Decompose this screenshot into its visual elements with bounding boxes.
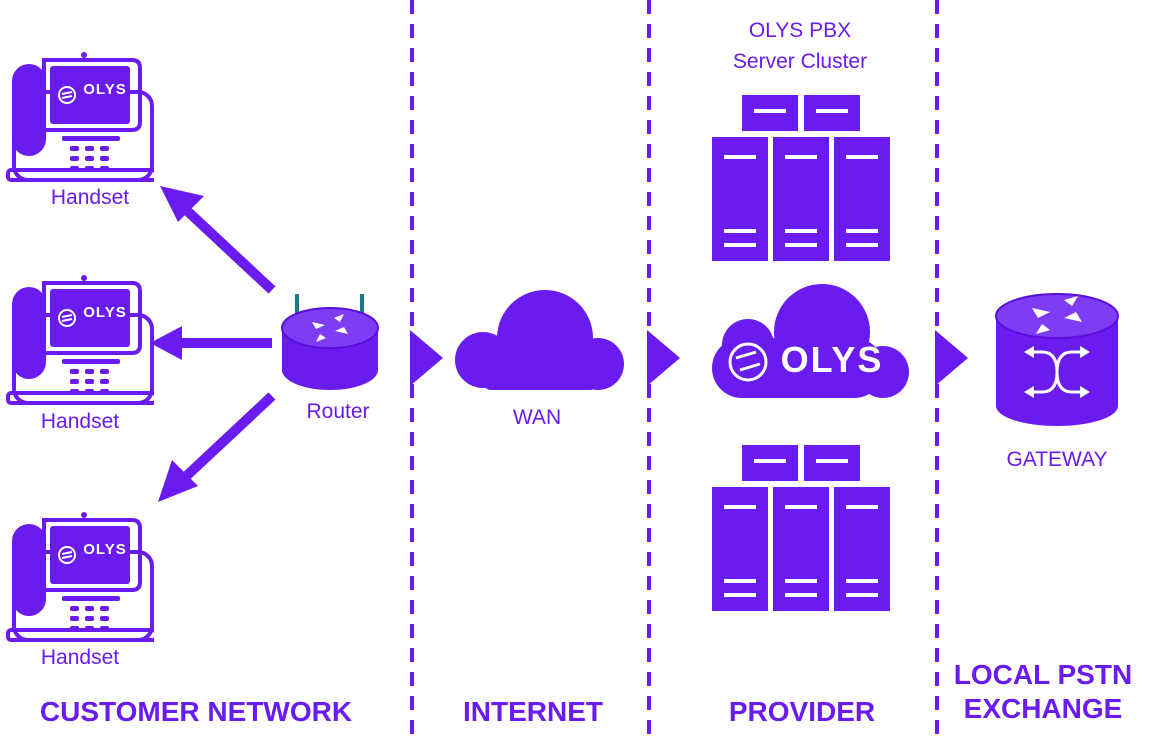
server-rack-icon xyxy=(712,95,890,261)
flow-arrow-pstn xyxy=(935,330,968,386)
olys-logo-icon xyxy=(728,342,768,382)
arrowhead-handset-2 xyxy=(150,326,182,360)
desk-phone-icon xyxy=(6,52,154,182)
zone-internet: INTERNET xyxy=(463,696,603,727)
server-rack-icon xyxy=(712,445,890,611)
handset-3-label: Handset xyxy=(40,646,120,669)
wan-label: WAN xyxy=(512,406,562,429)
cluster-title-line2: Server Cluster xyxy=(732,50,868,73)
zone-customer-network: CUSTOMER NETWORK xyxy=(39,696,353,727)
flow-arrow-provider xyxy=(647,330,680,386)
olys-cloud-logo: OLYS xyxy=(780,339,884,380)
flow-arrow-internet xyxy=(410,330,443,386)
handset-1-logo: OLYS xyxy=(83,81,127,98)
desk-phone-icon xyxy=(6,512,154,642)
router-label: Router xyxy=(306,400,370,423)
cloud-icon xyxy=(455,290,624,390)
router-icon xyxy=(281,294,379,390)
gateway-label: GATEWAY xyxy=(1006,448,1108,471)
handset-1-label: Handset xyxy=(50,186,130,209)
arrowhead-handset-1 xyxy=(160,186,204,222)
arrow-to-handset-3 xyxy=(176,392,276,486)
arrow-to-handset-1 xyxy=(178,202,276,294)
zone-pstn-line1: LOCAL PSTN xyxy=(953,659,1133,690)
handset-3-logo: OLYS xyxy=(83,541,127,558)
zone-pstn-line2: EXCHANGE xyxy=(963,693,1123,724)
handset-2-logo: OLYS xyxy=(83,304,127,321)
router-to-handset-arrows xyxy=(150,186,276,502)
cluster-title-line1: OLYS PBX xyxy=(748,19,852,42)
arrowhead-handset-3 xyxy=(158,460,198,502)
gateway-icon xyxy=(995,293,1119,426)
handset-2-label: Handset xyxy=(40,410,120,433)
desk-phone-icon xyxy=(6,275,154,405)
zone-provider: PROVIDER xyxy=(728,696,876,727)
